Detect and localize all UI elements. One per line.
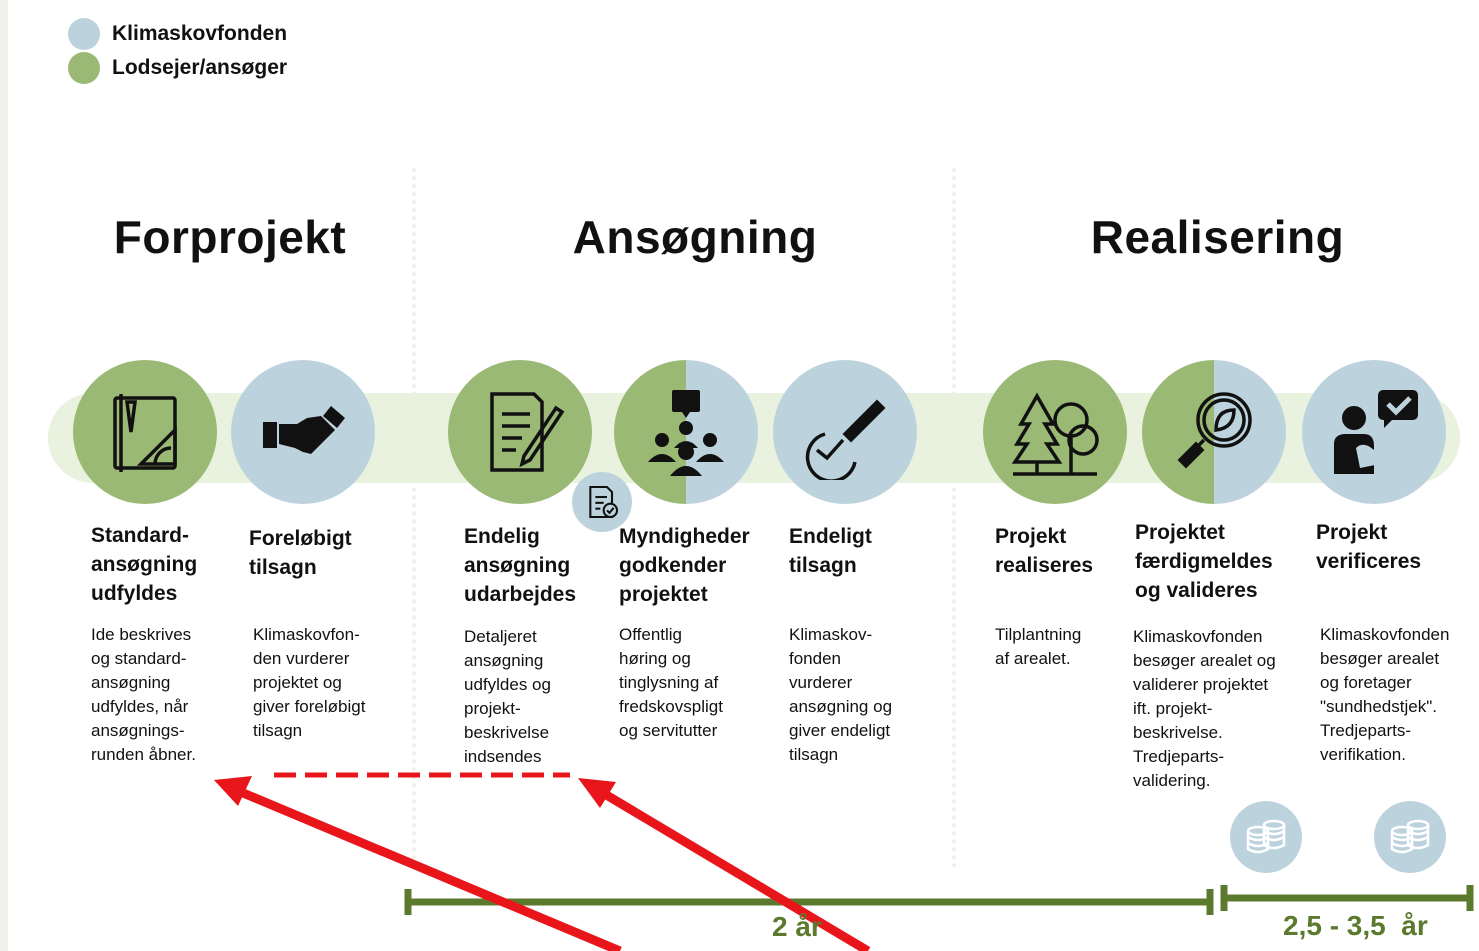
step-desc-5: Klimaskov- fonden vurderer ansøgning og … xyxy=(789,625,893,764)
step-title-2: Foreløbigt tilsagn xyxy=(249,527,352,579)
step-title-8: Projekt verificeres xyxy=(1316,521,1422,573)
timeline-label-2-5-3-5-years: 2,5 - 3,5 år xyxy=(1283,910,1428,941)
document-pen-icon xyxy=(490,392,565,472)
handshake-icon xyxy=(263,406,345,454)
red-arrow-right xyxy=(578,778,871,951)
step-title-7: Projektet færdigmeldes og valideres xyxy=(1135,521,1273,602)
people-approval-icon xyxy=(648,390,724,476)
step-title-5: Endeligt tilsagn xyxy=(789,525,872,577)
timeline-label-2-years: 2 år xyxy=(772,911,822,942)
document-check-badge xyxy=(572,472,632,532)
red-arrow-left xyxy=(214,776,622,951)
legend-item-klimaskovfonden: Klimaskovfonden xyxy=(68,18,287,50)
coins-icon xyxy=(1246,819,1286,854)
phase-title-realisering: Realisering xyxy=(1090,211,1345,263)
legend-item-lodsejer: Lodsejer/ansøger xyxy=(68,52,287,84)
magnifier-leaf-icon xyxy=(1177,392,1252,469)
step-desc-1: Ide beskrives og standard- ansøgning udf… xyxy=(91,625,196,764)
left-edge-strip xyxy=(0,0,8,951)
phase-divider xyxy=(412,168,416,868)
stamp-icon xyxy=(805,399,886,480)
step-circle-4 xyxy=(614,360,758,504)
step-desc-4: Offentlig høring og tinglysning af freds… xyxy=(619,625,723,740)
phase-title-forprojekt: Forprojekt xyxy=(113,211,347,263)
step-circle-8 xyxy=(1302,360,1446,504)
coins-badge xyxy=(1374,801,1446,873)
step-circle-6 xyxy=(983,360,1127,504)
step-circle-2 xyxy=(231,360,375,504)
phase-title-ansogning: Ansøgning xyxy=(572,211,818,263)
legend-dot-blue xyxy=(68,18,100,50)
trees-icon xyxy=(1011,392,1099,476)
legend-dot-green xyxy=(68,52,100,84)
document-ruler-icon xyxy=(113,394,177,472)
step-title-1: Standard- ansøgning udfyldes xyxy=(91,524,198,605)
step-circle-3 xyxy=(448,360,592,504)
step-circle-1 xyxy=(73,360,217,504)
phase-divider xyxy=(952,168,956,868)
step-desc-7: Klimaskovfonden besøger arealet og valid… xyxy=(1133,627,1276,790)
step-desc-8: Klimaskovfonden besøger arealet og foret… xyxy=(1320,625,1450,764)
step-circle-5 xyxy=(773,360,917,504)
coins-icon xyxy=(1390,819,1430,854)
document-check-icon xyxy=(589,485,619,519)
step-title-4: Myndigheder godkender projektet xyxy=(619,525,750,606)
timeline-bar-2-5-3-5-years xyxy=(1220,885,1474,911)
legend-label: Lodsejer/ansøger xyxy=(112,56,288,79)
step-circle-7 xyxy=(1142,360,1286,504)
timeline-bar-2-years xyxy=(404,889,1214,915)
coins-badge xyxy=(1230,801,1302,873)
step-title-3: Endelig ansøgning udarbejdes xyxy=(464,525,577,606)
legend-label: Klimaskovfonden xyxy=(112,22,288,45)
step-desc-6: Tilplantning af arealet. xyxy=(995,625,1082,668)
step-desc-2: Klimaskovfon- den vurderer projektet og … xyxy=(253,625,366,740)
person-check-icon xyxy=(1334,390,1418,474)
step-desc-3: Detaljeret ansøgning udfyldes og projekt… xyxy=(464,627,551,766)
step-title-6: Projekt realiseres xyxy=(995,525,1094,577)
